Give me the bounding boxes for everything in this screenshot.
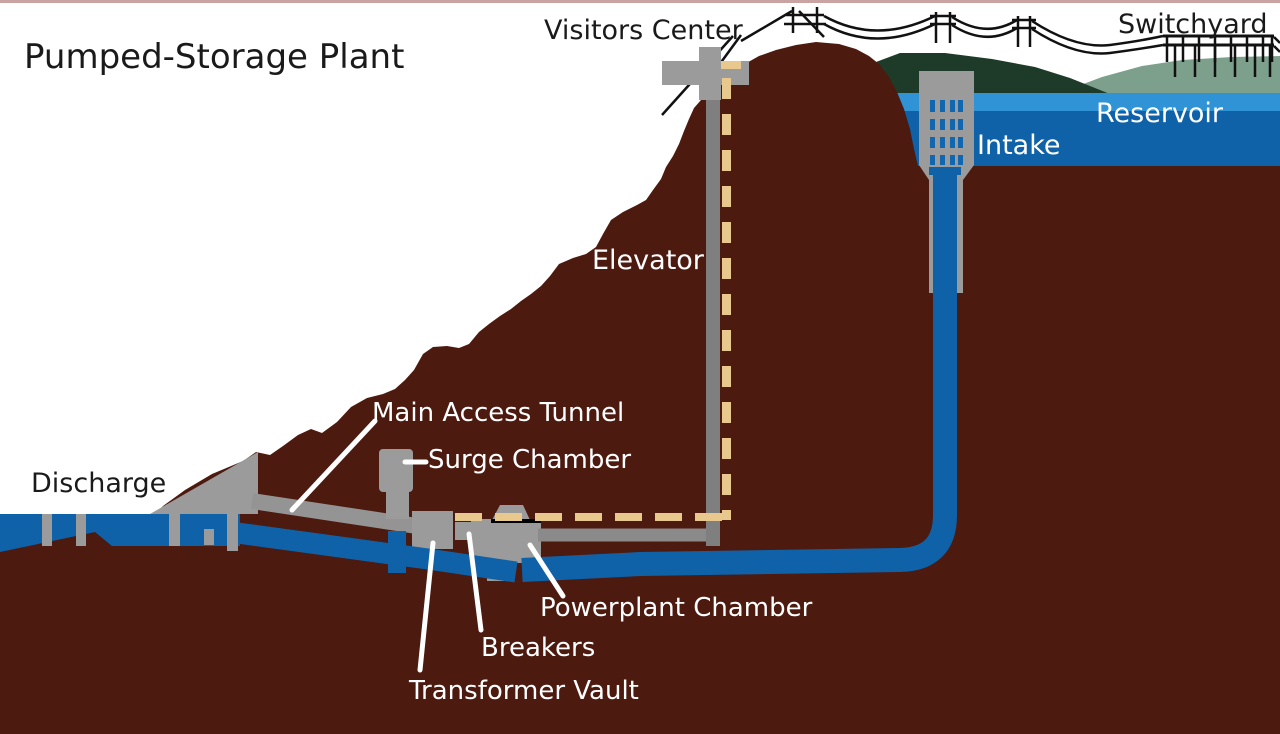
tailrace-pipe [228,521,518,583]
breakers-pointer [466,531,484,633]
elevator-route-dashed-line [455,61,741,521]
label-reservoir: Reservoir [1096,98,1224,129]
main-access-tunnel-pointer [289,418,378,513]
intake-gate-bar [929,167,961,175]
powerline-wire [1031,19,1164,47]
powerplant-chamber [471,519,541,563]
page-title: Pumped-Storage Plant [24,37,405,77]
pillar [42,514,52,546]
powerplant-chamber-pointer [527,542,566,599]
label-main-access-tunnel: Main Access Tunnel [372,398,625,428]
transformer-vault-pointer [417,540,436,673]
tunnel-portal-wedge [150,452,258,514]
label-pointers [289,418,566,673]
discharge-pillars [42,514,238,551]
label-discharge: Discharge [31,468,167,499]
label-breakers: Breakers [481,633,596,663]
label-elevator: Elevator [592,245,704,276]
penstock-pipe [521,173,957,582]
main-access-tunnel [250,493,432,536]
pillar [169,514,180,546]
label-switchyard: Switchyard [1118,9,1268,40]
transmission-lines [661,7,1280,116]
powerline-wire [823,22,936,40]
surge-chamber-column [386,489,409,519]
powerline-wire [951,15,1018,31]
label-transformer-vault: Transformer Vault [409,676,639,706]
pillar [227,514,238,551]
visitors-center-building [662,47,749,100]
label-intake: Intake [977,130,1061,161]
surge-chamber-top [379,449,413,492]
label-visitors-center: Visitors Center [544,15,743,46]
switchyard-truss [1163,34,1280,77]
surge-pipe [388,531,406,573]
reservoir-surface [886,93,1280,111]
diagram-canvas [0,7,1280,734]
pillar [76,514,86,546]
pillar [204,529,214,545]
label-surge-chamber: Surge Chamber [428,445,632,475]
powerline-wire [823,14,936,32]
elevator-shaft [706,93,720,546]
powerline-wire [951,23,1018,39]
pylon-leg [740,9,793,43]
powerline-wire [1031,27,1164,55]
label-powerplant-chamber: Powerplant Chamber [540,593,813,623]
